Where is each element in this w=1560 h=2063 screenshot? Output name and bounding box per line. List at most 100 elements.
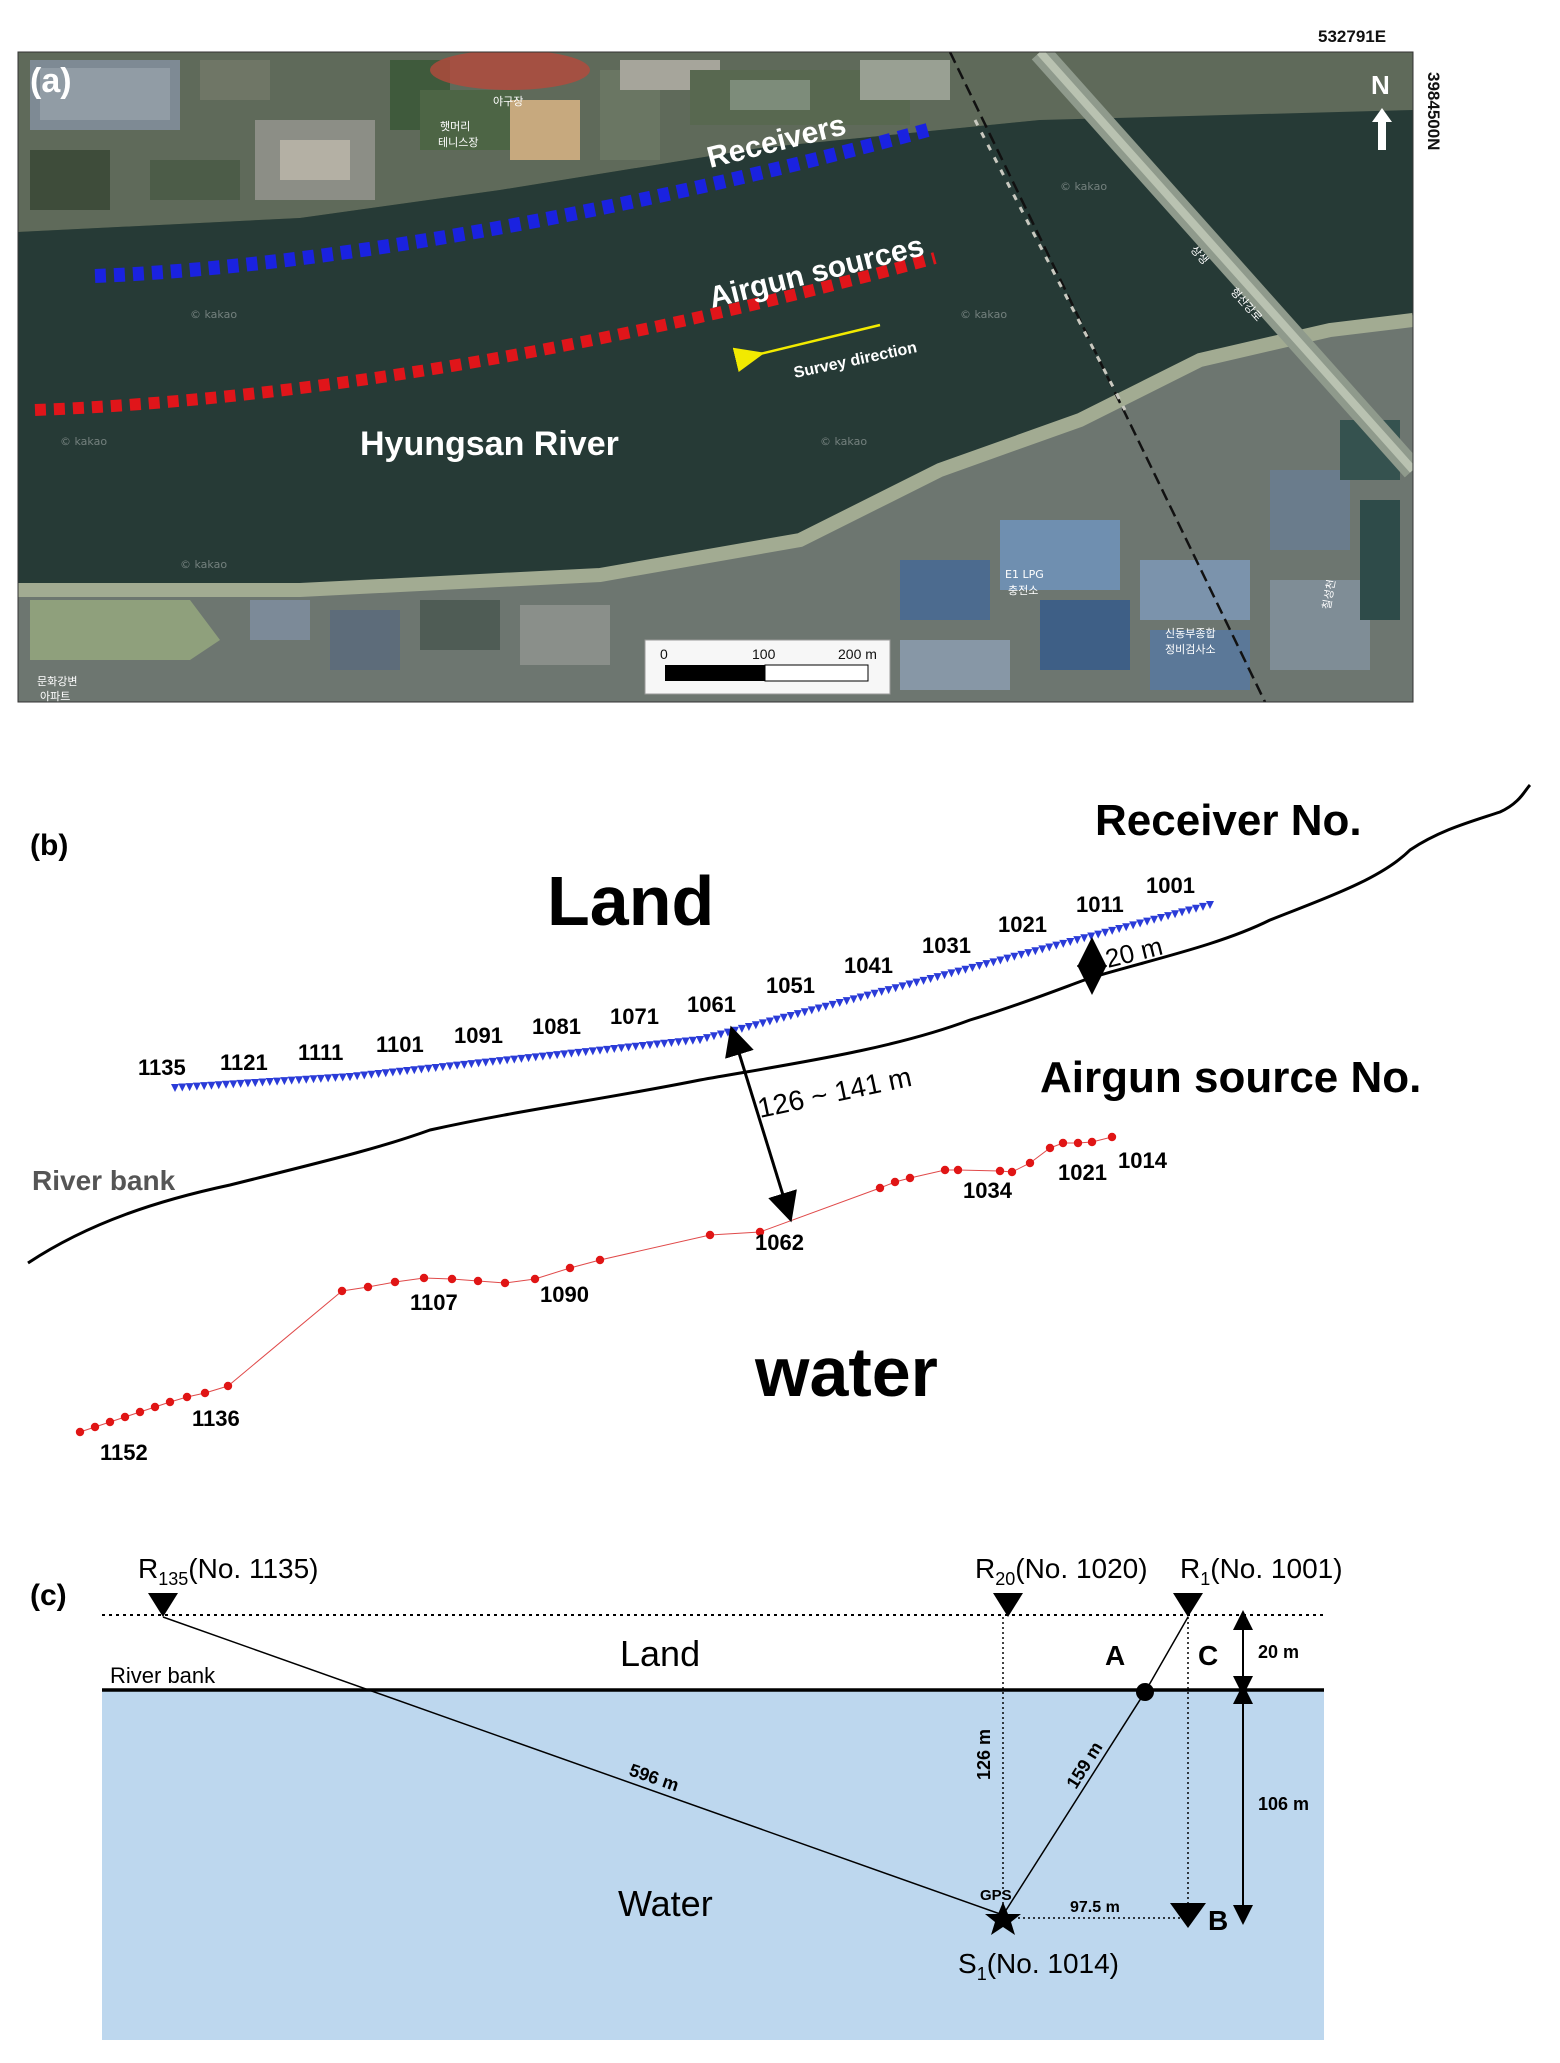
watermark: © kakao: [820, 435, 867, 448]
receiver-triangle: [737, 1024, 746, 1033]
receiver-triangle: [1052, 941, 1061, 950]
source-label: 1136: [192, 1406, 240, 1431]
map-label-5: 충전소: [1008, 584, 1038, 597]
receiver-triangle: [828, 1000, 837, 1009]
source-number-labels: 1152 1136 1107 1090 1062 1034 1021 1014: [100, 1148, 1168, 1465]
receiver-triangle: [982, 960, 991, 969]
receiver-triangle: [1192, 904, 1201, 913]
receiver-triangle: [1122, 923, 1131, 932]
source-dot: [755, 1227, 765, 1237]
receiver-triangle: [258, 1078, 267, 1087]
receiver-triangle: [814, 1004, 823, 1013]
receiver-triangle: [1171, 910, 1180, 919]
receivers-line: [94, 121, 937, 283]
gps-label: GPS: [980, 1887, 1012, 1904]
map-label-12: 칠성천: [1319, 578, 1338, 610]
receiver-triangle: [438, 1063, 447, 1072]
receiver-triangle: [192, 1082, 201, 1091]
receiver-triangle: [417, 1065, 426, 1074]
map-label-3: 테니스장: [438, 136, 478, 149]
receiver-triangle: [243, 1079, 252, 1088]
receiver-triangle: [560, 1050, 569, 1059]
receiver-triangle: [968, 963, 977, 972]
receiver-triangle: [185, 1083, 194, 1092]
receiver-triangle: [294, 1076, 303, 1085]
map-label-4: E1 LPG: [1005, 568, 1044, 581]
receiver-triangle: [1164, 912, 1173, 921]
receiver-triangle: [779, 1013, 788, 1022]
source-dot: [90, 1422, 100, 1432]
receiver-triangle: [567, 1049, 576, 1058]
receiver-triangle: [744, 1023, 753, 1032]
receiver-triangle: [353, 1072, 362, 1081]
receiver-triangle: [1045, 943, 1054, 952]
source-label: 1014: [1118, 1148, 1168, 1173]
source-dot: [105, 1417, 115, 1427]
receiver-triangle: [638, 1042, 647, 1051]
receiver-triangle: [588, 1047, 597, 1056]
receiver-triangle: [821, 1002, 830, 1011]
dist-975-label: 97.5 m: [1070, 1899, 1120, 1916]
receiver-triangle: [581, 1048, 590, 1057]
receiver-triangle: [1101, 928, 1110, 937]
river-bank-label-c: River bank: [110, 1663, 216, 1688]
source-dot: [75, 1427, 85, 1437]
receiver-triangle: [617, 1044, 626, 1053]
receiver-triangle: [453, 1061, 462, 1070]
receiver-triangle: [807, 1006, 816, 1015]
source-dot: [953, 1165, 963, 1175]
receiver-triangle: [214, 1081, 223, 1090]
source-dots: [75, 1132, 1117, 1437]
river-bank-line: [27, 783, 1532, 1265]
point-c-label: C: [1198, 1640, 1218, 1671]
dist-range-label: 126 ~ 141 m: [755, 1061, 914, 1124]
receiver-triangle: [222, 1080, 231, 1089]
dist-range-arrow: [725, 1025, 797, 1223]
receiver-triangle: [424, 1064, 433, 1073]
north-label: N: [1371, 70, 1390, 100]
source-dot: [150, 1402, 160, 1412]
receiver-triangle: [751, 1021, 760, 1030]
scale-white-segment: [764, 664, 869, 682]
receiver-triangle: [842, 997, 851, 1006]
receiver-triangle: [251, 1078, 260, 1087]
receiver-triangle: [538, 1052, 547, 1061]
receiver-label: 1111: [298, 1040, 343, 1065]
watermark: © kakao: [180, 558, 227, 571]
receiver-triangle: [696, 1036, 704, 1044]
receiver-triangle: [324, 1074, 333, 1083]
receiver-triangle: [954, 967, 963, 976]
source-dot: [337, 1286, 347, 1296]
receiver-triangle: [309, 1075, 318, 1084]
north-buildings: [30, 52, 950, 210]
receiver-triangle: [870, 989, 879, 998]
source-dot: [182, 1392, 192, 1402]
point-a-dot: [1136, 1683, 1154, 1701]
bridge-deck: [1037, 52, 1413, 473]
source-label: 1152: [100, 1440, 148, 1465]
receiver-triangle: [388, 1068, 397, 1077]
source-dot: [890, 1177, 900, 1187]
r135-label: R135(No. 1135): [138, 1553, 319, 1589]
source-dot: [595, 1255, 605, 1265]
receiver-triangle: [236, 1079, 245, 1088]
watermark: © kakao: [60, 435, 107, 448]
receiver-triangle: [1178, 908, 1187, 917]
source-dot: [390, 1277, 400, 1287]
receiver-triangle: [1094, 930, 1103, 939]
receiver-triangle: [1143, 917, 1152, 926]
receiver-triangle: [481, 1058, 490, 1067]
river-bank-label: River bank: [32, 1165, 176, 1196]
receiver-triangle: [517, 1054, 526, 1063]
receiver-triangle: [207, 1081, 216, 1090]
water-region: [102, 1690, 1324, 2040]
survey-direction-arrow: [732, 323, 881, 373]
source-dot: [1073, 1138, 1083, 1148]
receiver-triangle: [410, 1066, 419, 1075]
source-dot: [875, 1183, 885, 1193]
receiver-triangle: [431, 1063, 440, 1072]
receiver-triangle: [856, 993, 865, 1002]
receiver-label: 1001: [1146, 873, 1195, 898]
map-boundary-line: [948, 52, 1267, 702]
